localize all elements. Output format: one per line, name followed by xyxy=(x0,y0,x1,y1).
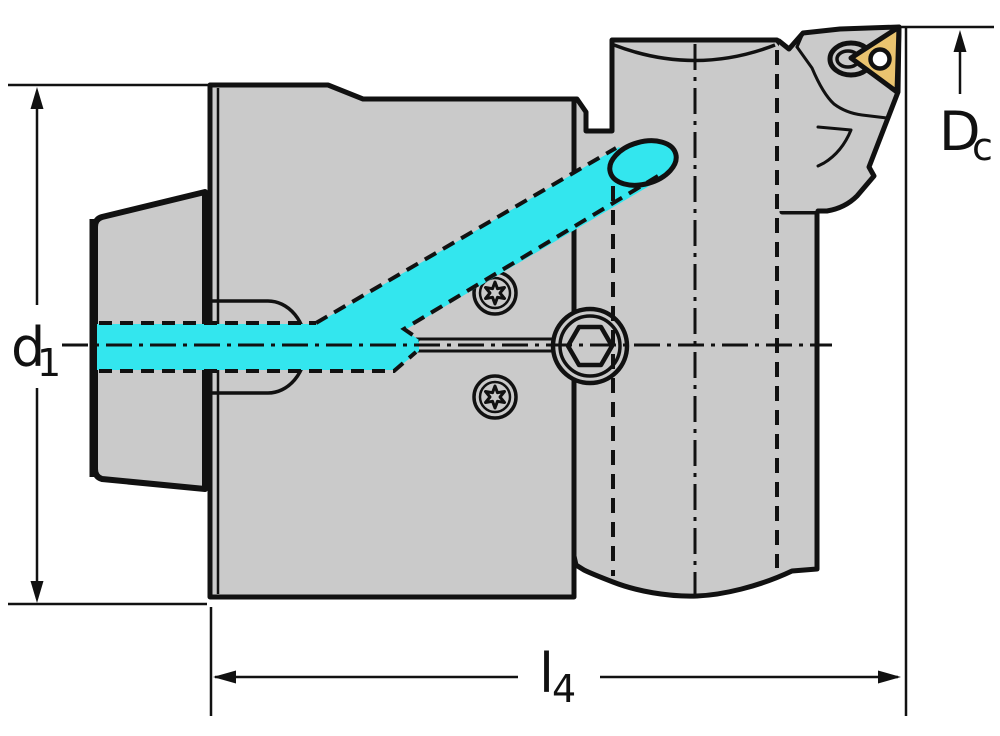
l4-label-sub: 4 xyxy=(552,667,576,711)
channel-diagonal-left-dashed xyxy=(314,146,618,325)
clamp-notch-edge xyxy=(795,31,805,49)
head-step-edge xyxy=(816,125,853,168)
dimension-l4: l 4 xyxy=(209,27,908,716)
d1-arrow-down xyxy=(30,581,44,603)
l4-arrow-right xyxy=(878,670,901,684)
dimension-d1: d 1 xyxy=(8,83,208,606)
l4-label: l xyxy=(539,642,554,705)
insert-hole xyxy=(868,47,892,71)
d1-label-sub: 1 xyxy=(37,341,61,385)
coolant-channel xyxy=(97,147,661,370)
torx-screw-bottom xyxy=(472,374,518,420)
dc-label: D xyxy=(939,100,981,163)
channel-bottom-dashed xyxy=(99,350,418,373)
channel-diagonal-right-dashed xyxy=(400,174,660,342)
d1-label: d xyxy=(11,316,45,379)
d1-arrow-up xyxy=(30,87,44,109)
dc-label-sub: c xyxy=(972,125,993,169)
cutting-head-outline xyxy=(776,24,902,214)
clamp-finger-edge xyxy=(795,45,889,120)
l4-arrow-left xyxy=(213,670,236,684)
dimension-dc: D c xyxy=(897,25,994,169)
dc-arrow-up xyxy=(953,30,967,52)
